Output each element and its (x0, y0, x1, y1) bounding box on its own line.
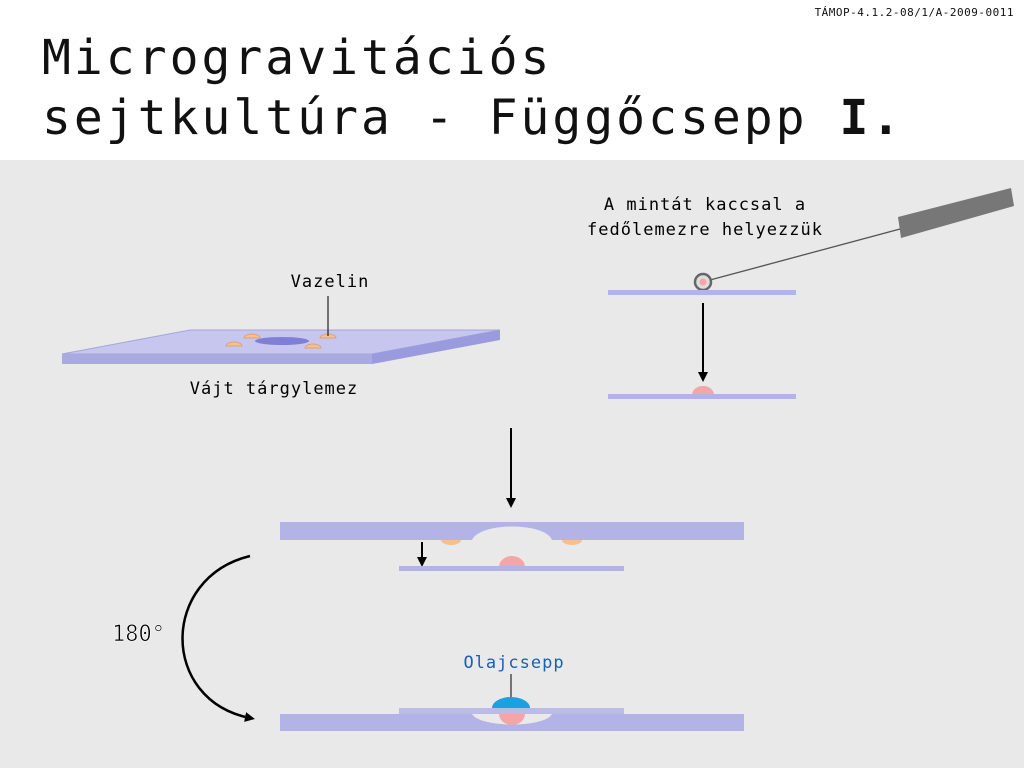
title-line-2: sejtkultúra - Függőcsepp (42, 90, 840, 146)
cell-droplet (692, 386, 714, 395)
coverslip-side-view (399, 566, 624, 571)
coverslip-top (608, 290, 796, 295)
hanging-drop-side (499, 556, 525, 567)
hollow-slide (61, 329, 501, 364)
inoculation-loop (693, 188, 1014, 292)
vaseline-dots (225, 333, 337, 349)
oil-drop (492, 697, 530, 708)
final-assembly (280, 697, 744, 731)
oil-drop-label: Olajcsepp (463, 653, 564, 673)
page-title: Microgravitációs sejtkultúra - Függőcsep… (42, 28, 903, 148)
title-suffix: I. (839, 90, 904, 146)
coverslip-with-drop (608, 394, 796, 399)
slide-side-view-top (280, 522, 744, 545)
project-code: TÁMOP-4.1.2-08/1/A-2009-0011 (814, 6, 1014, 19)
inverted-hanging-drop (499, 714, 525, 725)
loop-label-line-2: fedőlemezre helyezzük (587, 220, 823, 240)
slide-label: Vájt tárgylemez (190, 379, 359, 399)
rotation-arrow (181, 554, 255, 722)
title-line-1: Microgravitációs (42, 30, 553, 86)
slide-cavity (255, 337, 309, 345)
rotation-label: 180° (112, 622, 165, 647)
vazelin-label: Vazelin (291, 272, 370, 292)
loop-label-line-1: A mintát kaccsal a (604, 195, 806, 215)
